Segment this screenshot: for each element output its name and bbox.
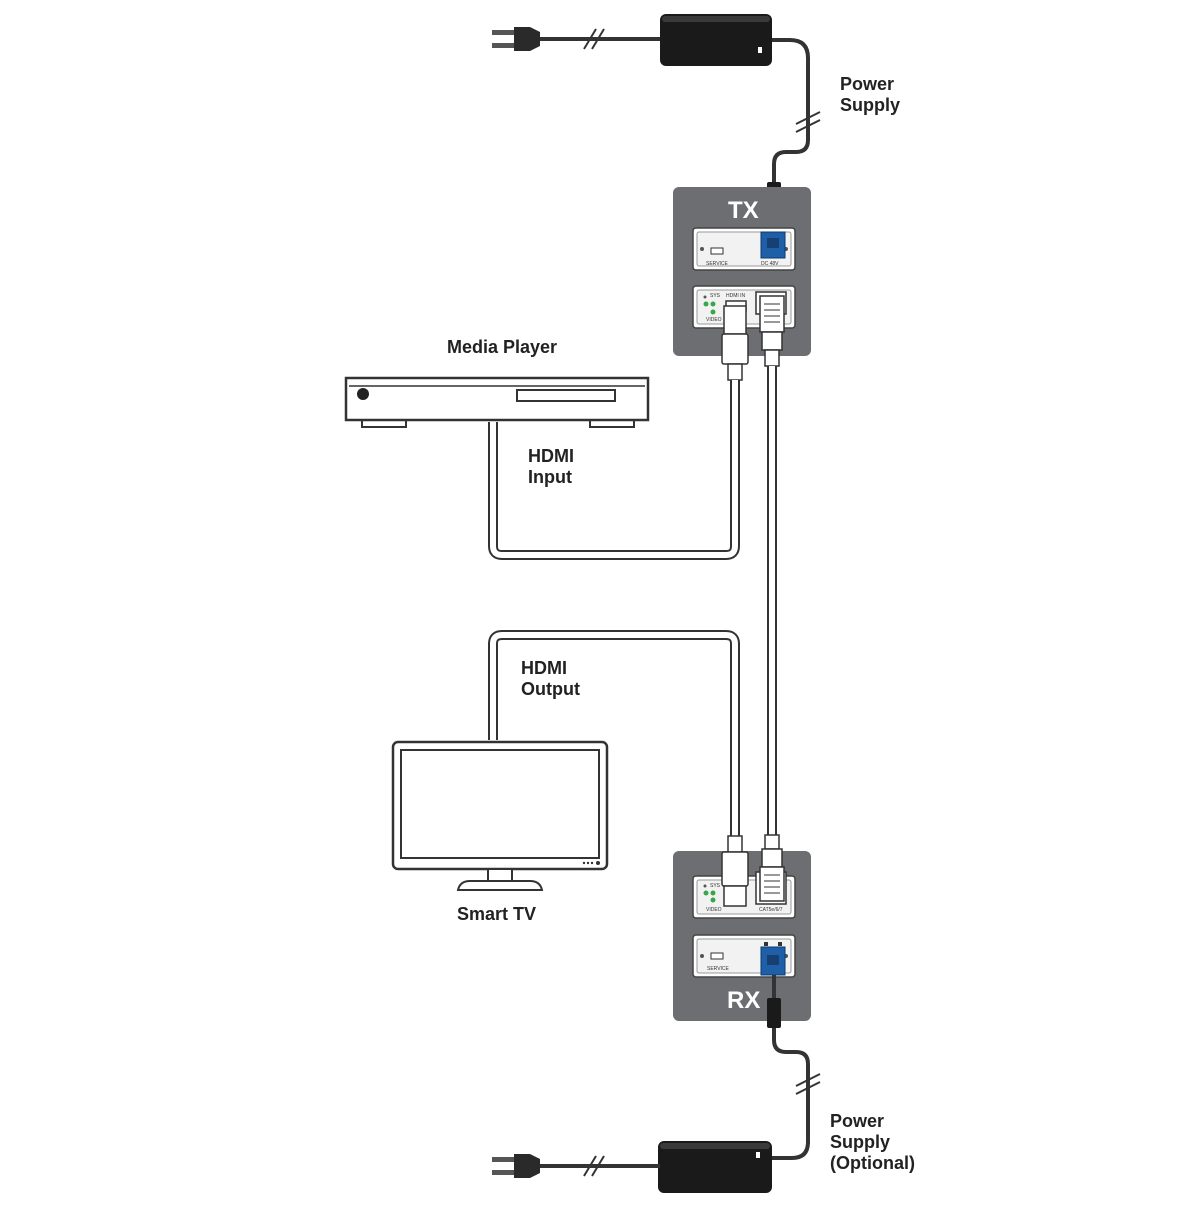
rx-dc-connector-inner — [767, 955, 779, 965]
rx-sys-led — [703, 890, 709, 896]
adapter-highlight-bottom — [660, 1143, 770, 1149]
plug-prong-top-2 — [492, 43, 514, 48]
rx-service-label: SERVICE — [707, 966, 730, 972]
tx-dc-connector-inner — [767, 238, 779, 248]
plug-prong-top-1 — [492, 30, 514, 35]
rx-title: RX — [727, 987, 760, 1014]
plug-prong-bottom-1 — [492, 1157, 514, 1162]
rx-hdmi-plug-body — [721, 851, 749, 887]
rx-hdmi-strain-relief — [727, 835, 743, 853]
rx-screw-1 — [700, 954, 704, 958]
cord-break-top-2 — [591, 28, 605, 50]
tx-rj45-strain — [764, 349, 780, 367]
hdmi-output-label-2: Output — [521, 679, 580, 699]
smart-tv-label: Smart TV — [457, 904, 536, 924]
power-supply-bottom-label-1: Power — [830, 1111, 884, 1131]
tv-button-1 — [582, 861, 586, 865]
media-player — [344, 376, 650, 428]
power-supply-bottom-label-3: (Optional) — [830, 1153, 915, 1173]
rx-rj45-plug-head — [759, 866, 785, 902]
power-supply-top-label-2: Supply — [840, 95, 900, 115]
rx-dc-pin-1 — [764, 942, 768, 946]
power-button-icon — [357, 388, 369, 400]
rx-button-dot — [703, 884, 707, 888]
plug-prong-bottom-2 — [492, 1170, 514, 1175]
tx-hdmi-in-label: HDMI IN — [726, 293, 746, 299]
rx-sys-led-2 — [710, 890, 716, 896]
power-supply-top-label-1: Power — [840, 74, 894, 94]
tx-rj45-plug-head — [759, 295, 785, 333]
rx-hdmi-plug — [721, 835, 749, 907]
plug-head-top — [514, 27, 540, 51]
tx-hdmi-plug-head — [723, 305, 747, 335]
media-player-label: Media Player — [447, 337, 557, 357]
rx-rj45-boot — [761, 848, 783, 868]
hdmi-input-label-1: HDMI — [528, 446, 574, 466]
adapter-led-top — [758, 47, 762, 53]
adapter-led-bottom — [756, 1152, 760, 1158]
tv-power-icon — [596, 861, 600, 865]
rx-dc-pin-2 — [778, 942, 782, 946]
tx-title: TX — [728, 197, 759, 224]
tx-sys-led — [703, 301, 709, 307]
tx-dc-label: DC 48V — [761, 261, 779, 267]
dc-break-top-1 — [795, 111, 821, 125]
cord-break-top-1 — [583, 28, 597, 50]
disc-tray-slot — [516, 389, 616, 402]
tx-hdmi-strain-relief — [727, 363, 743, 381]
rx-rj45-strain — [764, 834, 780, 850]
power-supply-bottom-label-2: Supply — [830, 1132, 890, 1152]
tx-rj45-boot — [761, 331, 783, 351]
tv-stand-base — [456, 880, 544, 891]
cord-break-bottom-2 — [591, 1155, 605, 1177]
plug-head-bottom — [514, 1154, 540, 1178]
tx-hdmi-plug — [721, 305, 749, 381]
smart-tv — [391, 740, 609, 891]
tx-sys-led-2 — [710, 301, 716, 307]
dc-break-bottom-1 — [795, 1073, 821, 1087]
rx-hdmi-plug-head — [723, 885, 747, 907]
rx-cat-label: CAT5e/6/7 — [759, 907, 783, 913]
tv-screen — [400, 749, 600, 859]
hdmi-input-cable — [490, 380, 738, 558]
adapter-brick-bottom — [658, 1141, 772, 1193]
tx-usb-port — [710, 247, 724, 255]
power-supply-bottom — [492, 975, 821, 1193]
tx-screw-1 — [700, 247, 704, 251]
adapter-highlight-top — [662, 16, 770, 22]
tx-sys-label: SYS — [710, 293, 721, 299]
tx-hdmi-plug-body — [721, 333, 749, 365]
tx-video-led — [710, 309, 716, 315]
dc-break-top-2 — [795, 119, 821, 133]
hdmi-output-cable — [490, 632, 738, 838]
dc-break-bottom-2 — [795, 1081, 821, 1095]
ferrite-bead-bottom — [767, 998, 781, 1028]
dc-cable-bottom — [772, 1028, 810, 1160]
hdmi-input-label-2: Input — [528, 467, 572, 487]
dc-cable-top — [772, 38, 810, 182]
rx-video-led — [710, 897, 716, 903]
tx-rj45-plug — [759, 295, 785, 367]
adapter-brick-top — [660, 14, 772, 66]
tx-button-dot — [703, 295, 707, 299]
rx-usb-port — [710, 952, 724, 960]
rx-dc-connector — [760, 946, 786, 976]
tv-button-3 — [590, 861, 594, 865]
rx-sys-label: SYS — [710, 883, 721, 889]
hdmi-output-label-1: HDMI — [521, 658, 567, 678]
rx-rj45-plug — [759, 834, 785, 902]
tv-button-2 — [586, 861, 590, 865]
cord-break-bottom-1 — [583, 1155, 597, 1177]
tx-video-label: VIDEO — [706, 317, 722, 323]
rx-video-label: VIDEO — [706, 907, 722, 913]
tx-service-label: SERVICE — [706, 261, 729, 267]
